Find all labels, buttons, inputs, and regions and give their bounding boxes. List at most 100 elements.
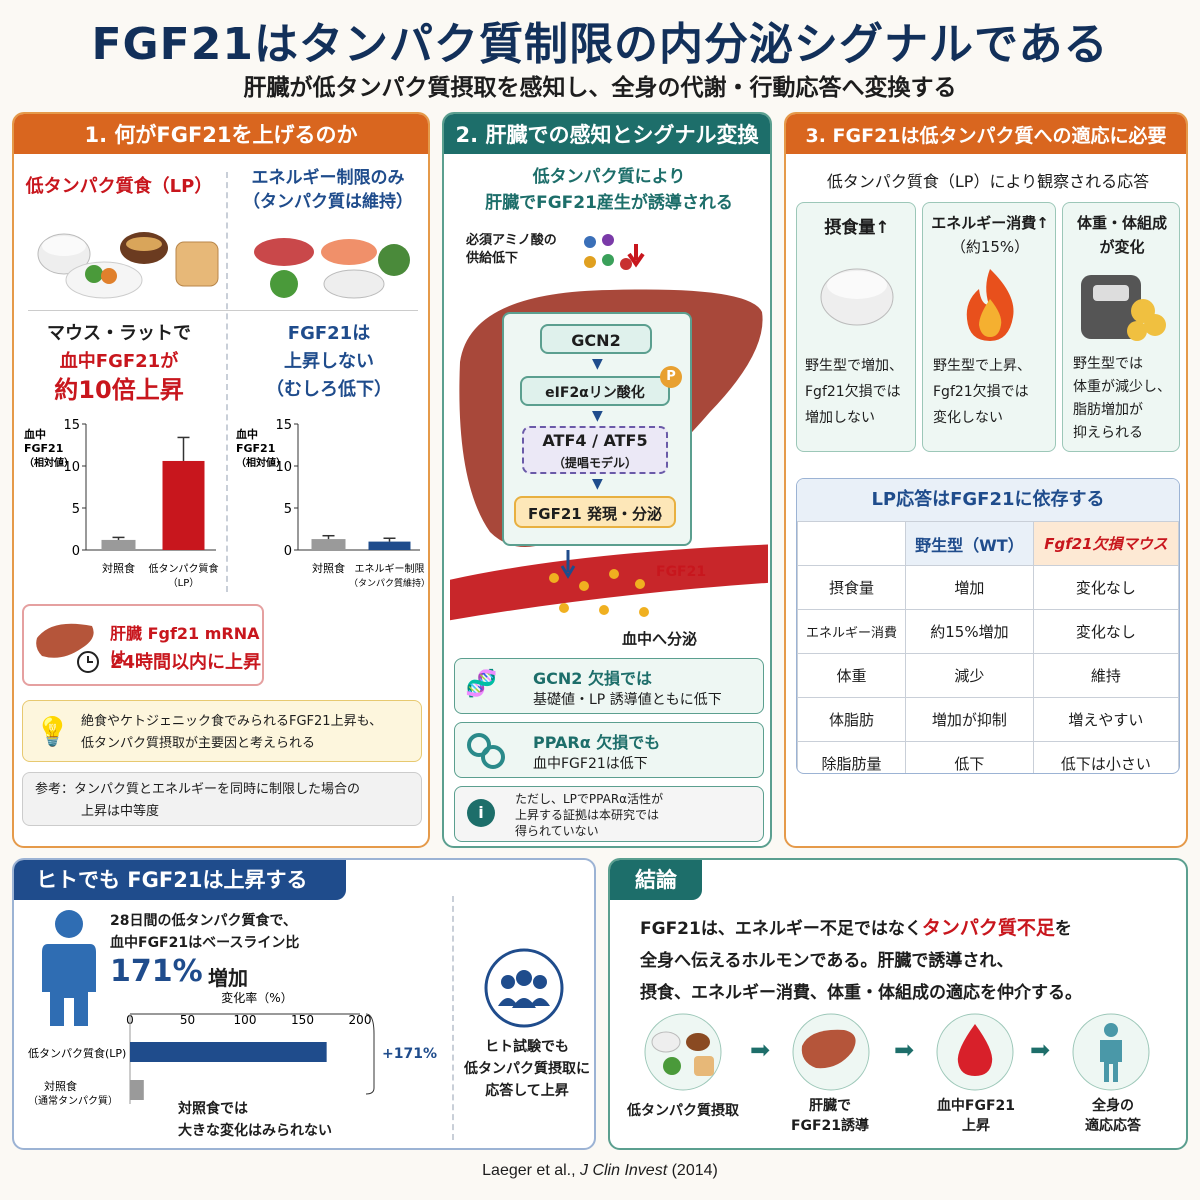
- food-icon: [644, 1013, 722, 1091]
- gcn2-knockout-box: 🧬 GCN2 欠損では 基礎値・LP 誘導値ともに低下: [454, 658, 764, 714]
- card1-desc3: 増加しない: [805, 410, 875, 426]
- table-row: 体脂肪増加が抑制増えやすい: [797, 697, 1179, 742]
- caveat-line1: ただし、LPでPPARα活性が: [515, 792, 664, 806]
- ppara-ko-line1: PPARα 欠損でも: [533, 733, 661, 752]
- side-note-line2: 低タンパク質摂取に: [464, 1061, 590, 1077]
- er-title: エネルギー制限のみ （タンパク質は維持）: [224, 166, 432, 214]
- bar: [162, 460, 205, 550]
- panel-liver-sensing: 2. 肝臓での感知とシグナル変換 低タンパク質により 肝臓でFGF21産生が誘導…: [442, 112, 772, 848]
- arrow-down-icon: ▼: [592, 476, 603, 492]
- dependency-table-box: LP応答はFGF21に依存する 野生型（WT） Fgf21欠損マウス 摂食量増加…: [796, 478, 1180, 774]
- dependency-table: 野生型（WT） Fgf21欠損マウス 摂食量増加変化なし エネルギー消費約15%…: [797, 521, 1179, 773]
- whole-body-icon: [1072, 1013, 1150, 1091]
- table-row: 摂食量増加変化なし: [797, 565, 1179, 610]
- ko-cell: 維持: [1032, 653, 1179, 698]
- amino-acid-line1: 必須アミノ酸の: [466, 233, 557, 248]
- y-tick-label: （通常タンパク質）: [28, 1094, 118, 1107]
- table-row: 体重減少維持: [797, 653, 1179, 698]
- liver-headline: 低タンパク質により 肝臓でFGF21産生が誘導される: [444, 164, 774, 216]
- y-axis-label: FGF21: [24, 442, 63, 455]
- reference-note-text: 参考：タンパク質とエネルギーを同時に制限した場合の 上昇は中等度: [35, 779, 360, 823]
- flow-arrow-icon: ➡: [894, 1036, 915, 1064]
- bar: [368, 541, 411, 550]
- rice-bowl-icon: [820, 268, 894, 326]
- receptor-icon: [467, 733, 505, 769]
- wt-header: 野生型（WT）: [905, 521, 1034, 566]
- x-tick-label: 低タンパク質食: [149, 562, 219, 575]
- panel1-header: 1. 何がFGF21を上げるのか: [14, 114, 428, 154]
- flow-step4-label: 全身の適応応答: [1058, 1096, 1168, 1136]
- conclusion-line2: 全身へ伝えるホルモンである。肝臓で誘導され、: [640, 951, 1014, 971]
- card3-title: 体重・体組成 が変化: [1063, 211, 1181, 259]
- ppara-caveat-box: i ただし、LPでPPARα活性が 上昇する証拠は本研究では 得られていない: [454, 786, 764, 842]
- card1-desc: 野生型で増加、 Fgf21欠損では 増加しない: [805, 353, 903, 431]
- human-desc-line2: 血中FGF21はベースライン比: [110, 935, 300, 951]
- citation-journal: J Clin Invest: [580, 1162, 668, 1179]
- card2-desc1: 野生型で上昇、: [933, 358, 1031, 374]
- row-label: 除脂肪量: [797, 741, 906, 773]
- info-icon: i: [467, 799, 495, 827]
- card-food-intake: 摂食量↑ 野生型で増加、 Fgf21欠損では 増加しない: [796, 202, 916, 452]
- human-header: ヒトでも FGF21は上昇する: [14, 860, 346, 900]
- secretion-arrow-icon: [560, 550, 576, 579]
- y-tick-label: 5: [284, 502, 292, 517]
- card2-desc3: 変化しない: [933, 410, 1003, 426]
- row-label: 体重: [797, 653, 906, 698]
- gcn2-node: GCN2: [540, 324, 652, 354]
- conclusion-line1a: FGF21は、エネルギー不足ではなく: [640, 919, 922, 939]
- amino-acid-dots-icon: [584, 234, 632, 270]
- x-tick-label: 200: [349, 1013, 372, 1027]
- er-fgf21-bar-chart: 051015血中FGF21（相対値）対照食エネルギー制限（タンパク質維持）: [236, 418, 428, 589]
- citation-year: (2014): [667, 1162, 718, 1179]
- panel2-header: 2. 肝臓での感知とシグナル変換: [444, 114, 770, 154]
- energy-restricted-food-icon: [254, 238, 410, 299]
- y-tick-label: 15: [275, 418, 292, 433]
- x-tick-label: 100: [234, 1013, 257, 1027]
- ko-header: Fgf21欠損マウス: [1032, 521, 1179, 566]
- row-label: 摂食量: [797, 565, 906, 610]
- row-label: 体脂肪: [797, 697, 906, 742]
- amino-acid-label: 必須アミノ酸の 供給低下: [466, 232, 557, 268]
- liver-clock-icon: [36, 623, 99, 673]
- y-tick-label: 10: [275, 460, 292, 475]
- low-protein-food-icon: [37, 232, 219, 299]
- liver-headline-line2: 肝臓でFGF21産生が誘導される: [485, 193, 733, 213]
- wt-cell: 低下: [905, 741, 1034, 773]
- human-desc-line1: 28日間の低タンパク質食で、: [110, 913, 297, 929]
- card2-title: エネルギー消費↑ （約15%）: [923, 211, 1057, 259]
- citation-authors: Laeger et al.,: [482, 1162, 580, 1179]
- gcn2-ko-line2: 基礎値・LP 誘導値ともに低下: [533, 692, 722, 708]
- decrease-arrow-icon: [627, 244, 645, 268]
- page-subtitle: 肝臓が低タンパク質摂取を感知し、全身の代謝・行動応答へ変換する: [243, 75, 957, 101]
- amino-acid-line2: 供給低下: [466, 251, 519, 266]
- dna-icon: 🧬: [465, 669, 498, 699]
- person-icon: [42, 910, 96, 1026]
- arrow-down-icon: ▼: [592, 408, 603, 424]
- liver-headline-line1: 低タンパク質により: [532, 167, 686, 187]
- x-tick-label: 150: [291, 1013, 314, 1027]
- table-row: 除脂肪量低下低下は小さい: [797, 741, 1179, 773]
- y-tick-label: 5: [72, 502, 80, 517]
- caveat-line2: 上昇する証拠は本研究では: [515, 808, 660, 822]
- x-tick-label: エネルギー制限: [355, 562, 425, 575]
- flow-step4-line2: 適応応答: [1085, 1118, 1141, 1134]
- table-row: エネルギー消費約15%増加変化なし: [797, 609, 1179, 654]
- panel-conclusion: 結論 FGF21は、エネルギー不足ではなくタンパク質不足を 全身へ伝えるホルモン…: [608, 858, 1188, 1150]
- data-label: +171%: [382, 1046, 437, 1062]
- wt-cell: 増加が抑制: [905, 697, 1034, 742]
- conclusion-header: 結論: [610, 860, 702, 900]
- x-axis-label: 変化率（%）: [221, 990, 292, 1005]
- conclusion-text: FGF21は、エネルギー不足ではなくタンパク質不足を 全身へ伝えるホルモンである…: [640, 912, 1082, 1009]
- lightbulb-icon: 💡: [35, 715, 70, 748]
- fasting-note-line1: 絶食やケトジェニック食でみられるFGF21上昇も、: [81, 714, 383, 729]
- fgf21-label: FGF21: [656, 564, 707, 580]
- card1-title: 摂食量↑: [824, 218, 890, 238]
- y-tick-label: 対照食: [44, 1079, 77, 1093]
- x-tick-label: （LP）: [168, 577, 200, 589]
- card3-desc4: 抑えられる: [1073, 425, 1143, 441]
- eif2a-node: eIF2αリン酸化: [520, 376, 670, 406]
- card-energy-expenditure: エネルギー消費↑ （約15%） 野生型で上昇、 Fgf21欠損では 変化しない: [922, 202, 1056, 452]
- ko-cell: 低下は小さい: [1032, 741, 1179, 773]
- atf-model-label: （提唱モデル）: [552, 456, 637, 470]
